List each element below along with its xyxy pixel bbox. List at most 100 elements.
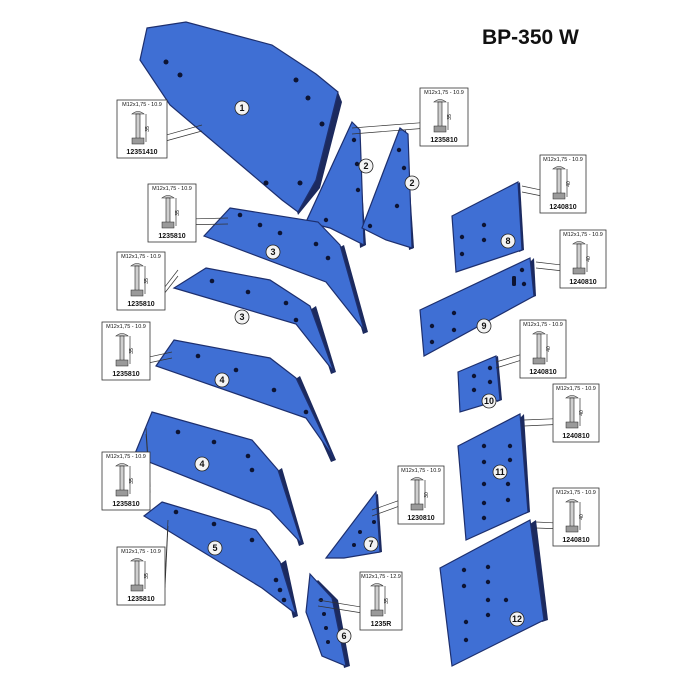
part-badge: 4 [214,372,230,388]
part-badge: 5 [207,540,223,556]
bolt-callout: M12x1,75 - 10.9 30 1230810 [371,465,445,525]
bolt-code: 12351410 [126,149,157,156]
nut-icon [115,359,129,367]
part-badge: 10 [481,393,497,409]
bolt-spec: M12x1,75 - 12.9 [361,574,401,580]
part-number: 3 [270,247,275,257]
bolt-length: 35 [129,348,135,354]
bolt-code: 1235810 [127,596,154,603]
bolt-length: 30 [424,492,430,498]
part-4-a [155,339,336,462]
part-badge: 11 [492,464,508,480]
part-number: 6 [341,631,346,641]
part-number: 4 [219,375,224,385]
bolt-code: 1240810 [569,279,596,286]
part-3-b [172,267,336,374]
bolt-head-icon [370,583,384,587]
bolt-callout: M12x1,75 - 10.9 40 1240810 [495,319,567,379]
part-number: 10 [484,396,494,406]
bolt-length: 40 [579,514,585,520]
nut-icon [370,609,384,617]
page-title: BP-350 W [482,26,579,49]
bolt-callout: M12x1,75 - 12.9 35 1235R [317,571,403,631]
bolt-length: 35 [447,114,453,120]
part-number: 7 [368,539,373,549]
bolt-code: 1235810 [112,501,139,508]
part-number: 3 [239,312,244,322]
bolt-head-icon [572,241,586,245]
bolt-spec: M12x1,75 - 10.9 [556,490,596,496]
bolt-length: 40 [566,181,572,187]
bolt-head-icon [532,331,546,335]
nut-icon [410,503,424,511]
bolt-length: 35 [384,598,390,604]
part-3-a [202,207,368,334]
bolt-length: 40 [579,410,585,416]
part-badge: 7 [363,536,379,552]
bolt-spec: M12x1,75 - 10.9 [523,322,563,328]
bolt-code: 1235R [371,621,392,628]
bolt-length: 40 [546,346,552,352]
bolt-code: 1240810 [562,433,589,440]
nut-icon [130,584,144,592]
nut-icon [552,192,566,200]
nut-icon [130,289,144,297]
part-11 [457,413,530,541]
part-number: 2 [409,178,414,188]
part-2-a [305,120,366,248]
bolt-spec: M12x1,75 - 10.9 [424,90,464,96]
bolt-head-icon [552,166,566,170]
part-number: 1 [239,103,244,113]
part-6 [305,572,350,668]
part-number: 8 [505,236,510,246]
bolt-code: 1230810 [407,515,434,522]
part-number: 12 [512,614,522,624]
bolt-spec: M12x1,75 - 10.9 [152,186,192,192]
nut-icon [572,267,586,275]
bolt-length: 35 [144,573,150,579]
nut-icon [565,525,579,533]
bolt-head-icon [115,333,129,337]
nut-icon [532,357,546,365]
part-number: 9 [481,321,486,331]
nut-icon [433,125,447,133]
bolt-length: 35 [129,478,135,484]
bolt-code: 1235810 [127,301,154,308]
bolt-length: 35 [175,210,181,216]
bolt-length: 40 [586,256,592,262]
part-badge: 6 [336,628,352,644]
bolt-spec: M12x1,75 - 10.9 [563,232,603,238]
bolt-length: 35 [145,126,151,132]
bolt-callout: M12x1,75 - 10.9 40 1240810 [535,229,607,289]
nut-icon [161,221,175,229]
bolt-callout: M12x1,75 - 10.9 40 1240810 [523,383,600,443]
bolt-spec: M12x1,75 - 10.9 [122,102,162,108]
bolt-code: 1240810 [529,369,556,376]
bolt-spec: M12x1,75 - 10.9 [401,468,441,474]
nut-icon [565,421,579,429]
part-badge: 2 [404,175,420,191]
bolt-spec: M12x1,75 - 10.9 [543,157,583,163]
bolt-head-icon [565,499,579,503]
bolt-code: 1240810 [562,537,589,544]
part-badge: 12 [509,611,525,627]
bolt-code: 1235810 [112,371,139,378]
part-badge: 3 [265,244,281,260]
part-2-b [361,127,414,250]
bolt-head-icon [130,263,144,267]
nut-icon [115,489,129,497]
part-1 [139,21,342,215]
part-badge: 2 [358,158,374,174]
nut-icon [131,137,145,145]
bolt-spec: M12x1,75 - 10.9 [556,386,596,392]
bolt-head-icon [565,395,579,399]
part-badge: 8 [500,233,516,249]
bolt-head-icon [433,99,447,103]
